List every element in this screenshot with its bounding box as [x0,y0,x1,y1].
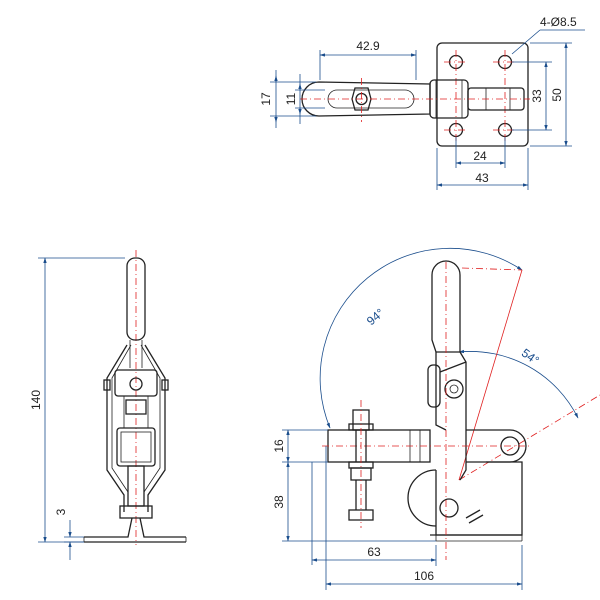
side-view: 94° 54° [272,247,600,590]
dim-label-17: 17 [259,92,273,106]
angle-arc-94 [319,247,523,429]
angle-label-54: 54° [519,346,542,368]
angle-label-94: 94° [364,306,387,329]
dim-label-106: 106 [414,569,434,583]
front-frame [106,344,166,512]
front-base-foot [84,517,186,543]
top-base-plate [436,42,529,147]
dim-label-42-9: 42.9 [356,39,380,53]
side-pivot-lower [439,498,459,518]
dim-label-43: 43 [475,171,489,185]
dim-label-140: 140 [29,390,43,410]
angle-arc-54 [458,349,579,419]
dim-label-24: 24 [473,149,487,163]
top-hole-centerlines [444,50,517,142]
top-view: 42.9 4-Ø8.5 17 11 33 50 24 [259,15,585,190]
dim-label-33: 33 [530,89,544,103]
dim-label-50: 50 [550,88,564,102]
front-view: 140 3 [29,250,187,560]
hole-callout-label: 4-Ø8.5 [540,15,577,29]
top-bolt-holes [448,54,513,138]
dim-label-11: 11 [284,92,298,105]
dim-label-63: 63 [367,545,381,559]
side-pivot-upper [444,379,464,399]
front-handle-grip [126,257,146,341]
dim-label-3: 3 [54,508,68,515]
dim-label-16: 16 [272,439,286,453]
side-handle [431,260,461,353]
dim-label-38: 38 [272,495,286,509]
side-spindle-bolt [348,400,374,528]
top-clamp-arm [301,81,431,117]
